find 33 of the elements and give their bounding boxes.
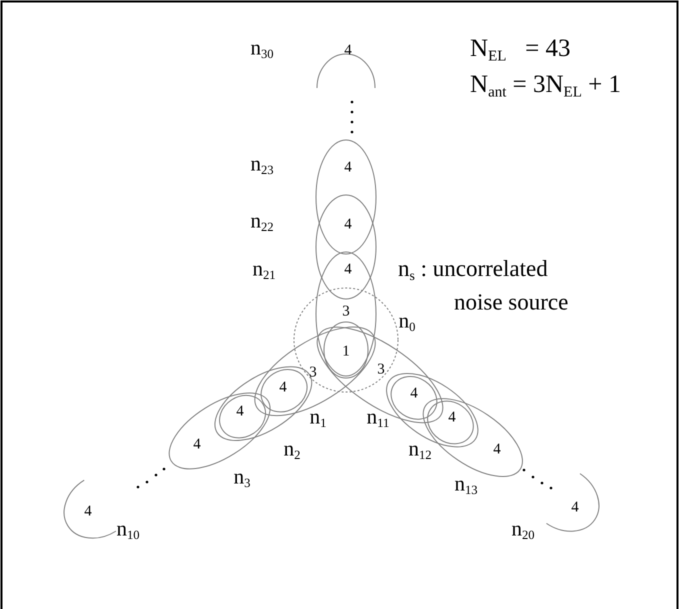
- region-count: 1: [342, 344, 350, 360]
- node-label: n$_{10}$: [116, 518, 140, 542]
- note-text: n$_{s}$ : uncorrelated: [398, 257, 548, 283]
- region-count: 4: [448, 410, 456, 426]
- node-label: n$_{0}$: [398, 310, 416, 334]
- node-label: n$_{21}$: [252, 258, 276, 282]
- node-label: n$_{3}$: [234, 466, 250, 490]
- region-count: 4: [84, 504, 92, 520]
- node-label: n$_{22}$: [250, 210, 274, 234]
- region-count: 4: [193, 438, 201, 452]
- region-count: 3: [309, 366, 317, 380]
- node-label: n$_{2}$: [284, 438, 300, 462]
- region-count: 4: [236, 404, 244, 420]
- region-count: 4: [344, 218, 352, 232]
- region-count: 4: [279, 380, 287, 396]
- region-count: 4: [571, 500, 579, 516]
- region-count: 4: [410, 386, 418, 402]
- node-label: n$_{11}$: [366, 406, 390, 430]
- region-count: 3: [377, 362, 385, 378]
- region-count: 4: [344, 262, 352, 278]
- node-label: n$_{13}$: [454, 473, 478, 497]
- node-label: n$_{20}$: [511, 518, 535, 542]
- node-label: n$_{12}$: [408, 438, 432, 462]
- note-text: noise source: [454, 290, 568, 314]
- region-count: 4: [344, 160, 352, 176]
- node-label: n$_{1}$: [310, 406, 326, 430]
- region-count: 4: [493, 442, 501, 458]
- equation-text: N$_{EL}$ = 43: [470, 36, 570, 64]
- node-label: n$_{30}$: [250, 37, 274, 61]
- region-count: 3: [342, 304, 350, 320]
- node-label: n$_{23}$: [250, 153, 274, 177]
- equation-text: N$_{ant}$ = 3N$_{EL}$ + 1: [470, 72, 621, 100]
- region-count: 4: [344, 44, 352, 58]
